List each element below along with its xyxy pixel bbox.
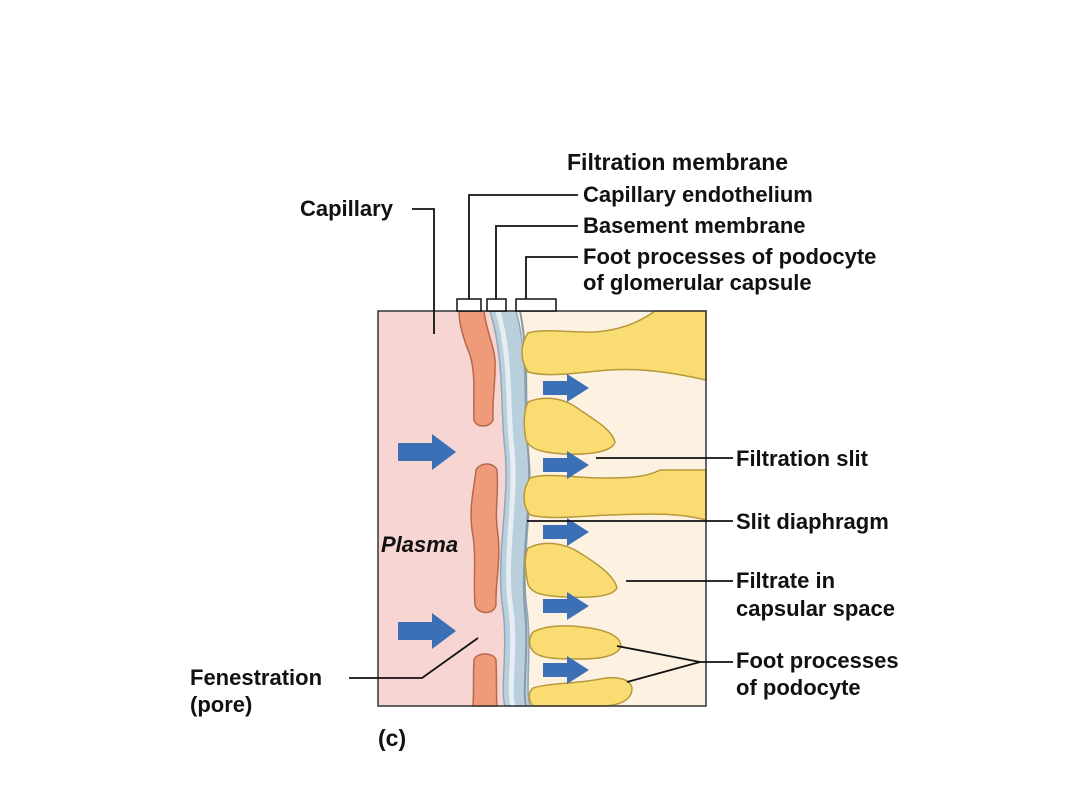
right-arrow-icon: [398, 613, 456, 649]
label-capillary-endothelium: Capillary endothelium: [583, 182, 813, 207]
slit-diaphragm-line: [519, 310, 531, 707]
right-arrow-icon: [543, 656, 589, 684]
label-of-podocyte: of podocyte: [736, 675, 861, 700]
label-fenestration-pore: (pore): [190, 692, 253, 717]
label-filtrate-in: Filtrate in: [736, 568, 836, 593]
label-capsular-space: capsular space: [736, 596, 895, 621]
foot-process-1: [521, 310, 707, 381]
label-plasma: Plasma: [381, 532, 459, 557]
leader-foot-processes: [525, 256, 578, 299]
flow-arrows: [398, 374, 589, 684]
leader-lines: [349, 194, 733, 683]
label-fenestration: Fenestration: [190, 665, 323, 690]
foot-process-3: [523, 469, 707, 521]
right-arrow-icon: [543, 518, 589, 546]
label-basement-membrane: Basement membrane: [583, 213, 806, 238]
leader-basement: [495, 225, 578, 299]
right-arrow-icon: [398, 434, 456, 470]
leader-capillary: [412, 208, 435, 334]
basement-membrane-inner: [495, 310, 516, 707]
bracket-foot-processes: [515, 298, 557, 312]
label-filtration-slit: Filtration slit: [736, 446, 868, 471]
diagram-title: Filtration membrane: [567, 149, 789, 175]
right-arrow-icon: [543, 592, 589, 620]
label-glomerular-capsule: of glomerular capsule: [583, 270, 812, 295]
foot-process-4: [524, 542, 618, 599]
leader-foot-process-lower: [626, 661, 701, 683]
layer-brackets: [456, 298, 557, 312]
right-arrow-icon: [543, 374, 589, 402]
label-foot-processes: Foot processes: [736, 648, 899, 673]
leader-fenestration: [349, 637, 479, 679]
endothelium-segment-2: [470, 463, 500, 614]
panel-label: (c): [378, 725, 407, 751]
label-slit-diaphragm: Slit diaphragm: [736, 509, 889, 534]
label-foot-processes-podocyte: Foot processes of podocyte: [583, 244, 877, 269]
podocyte-foot-processes: [521, 310, 707, 707]
bracket-basement: [486, 298, 507, 312]
bracket-endothelium: [456, 298, 482, 312]
leader-endothelium: [468, 194, 578, 299]
endothelium-segment-1: [458, 310, 496, 427]
right-arrow-icon: [543, 451, 589, 479]
foot-process-5: [528, 625, 622, 660]
foot-process-6: [528, 676, 633, 707]
endothelium-segment-3: [472, 653, 498, 707]
label-capillary: Capillary: [300, 196, 393, 221]
foot-process-2: [523, 397, 616, 455]
